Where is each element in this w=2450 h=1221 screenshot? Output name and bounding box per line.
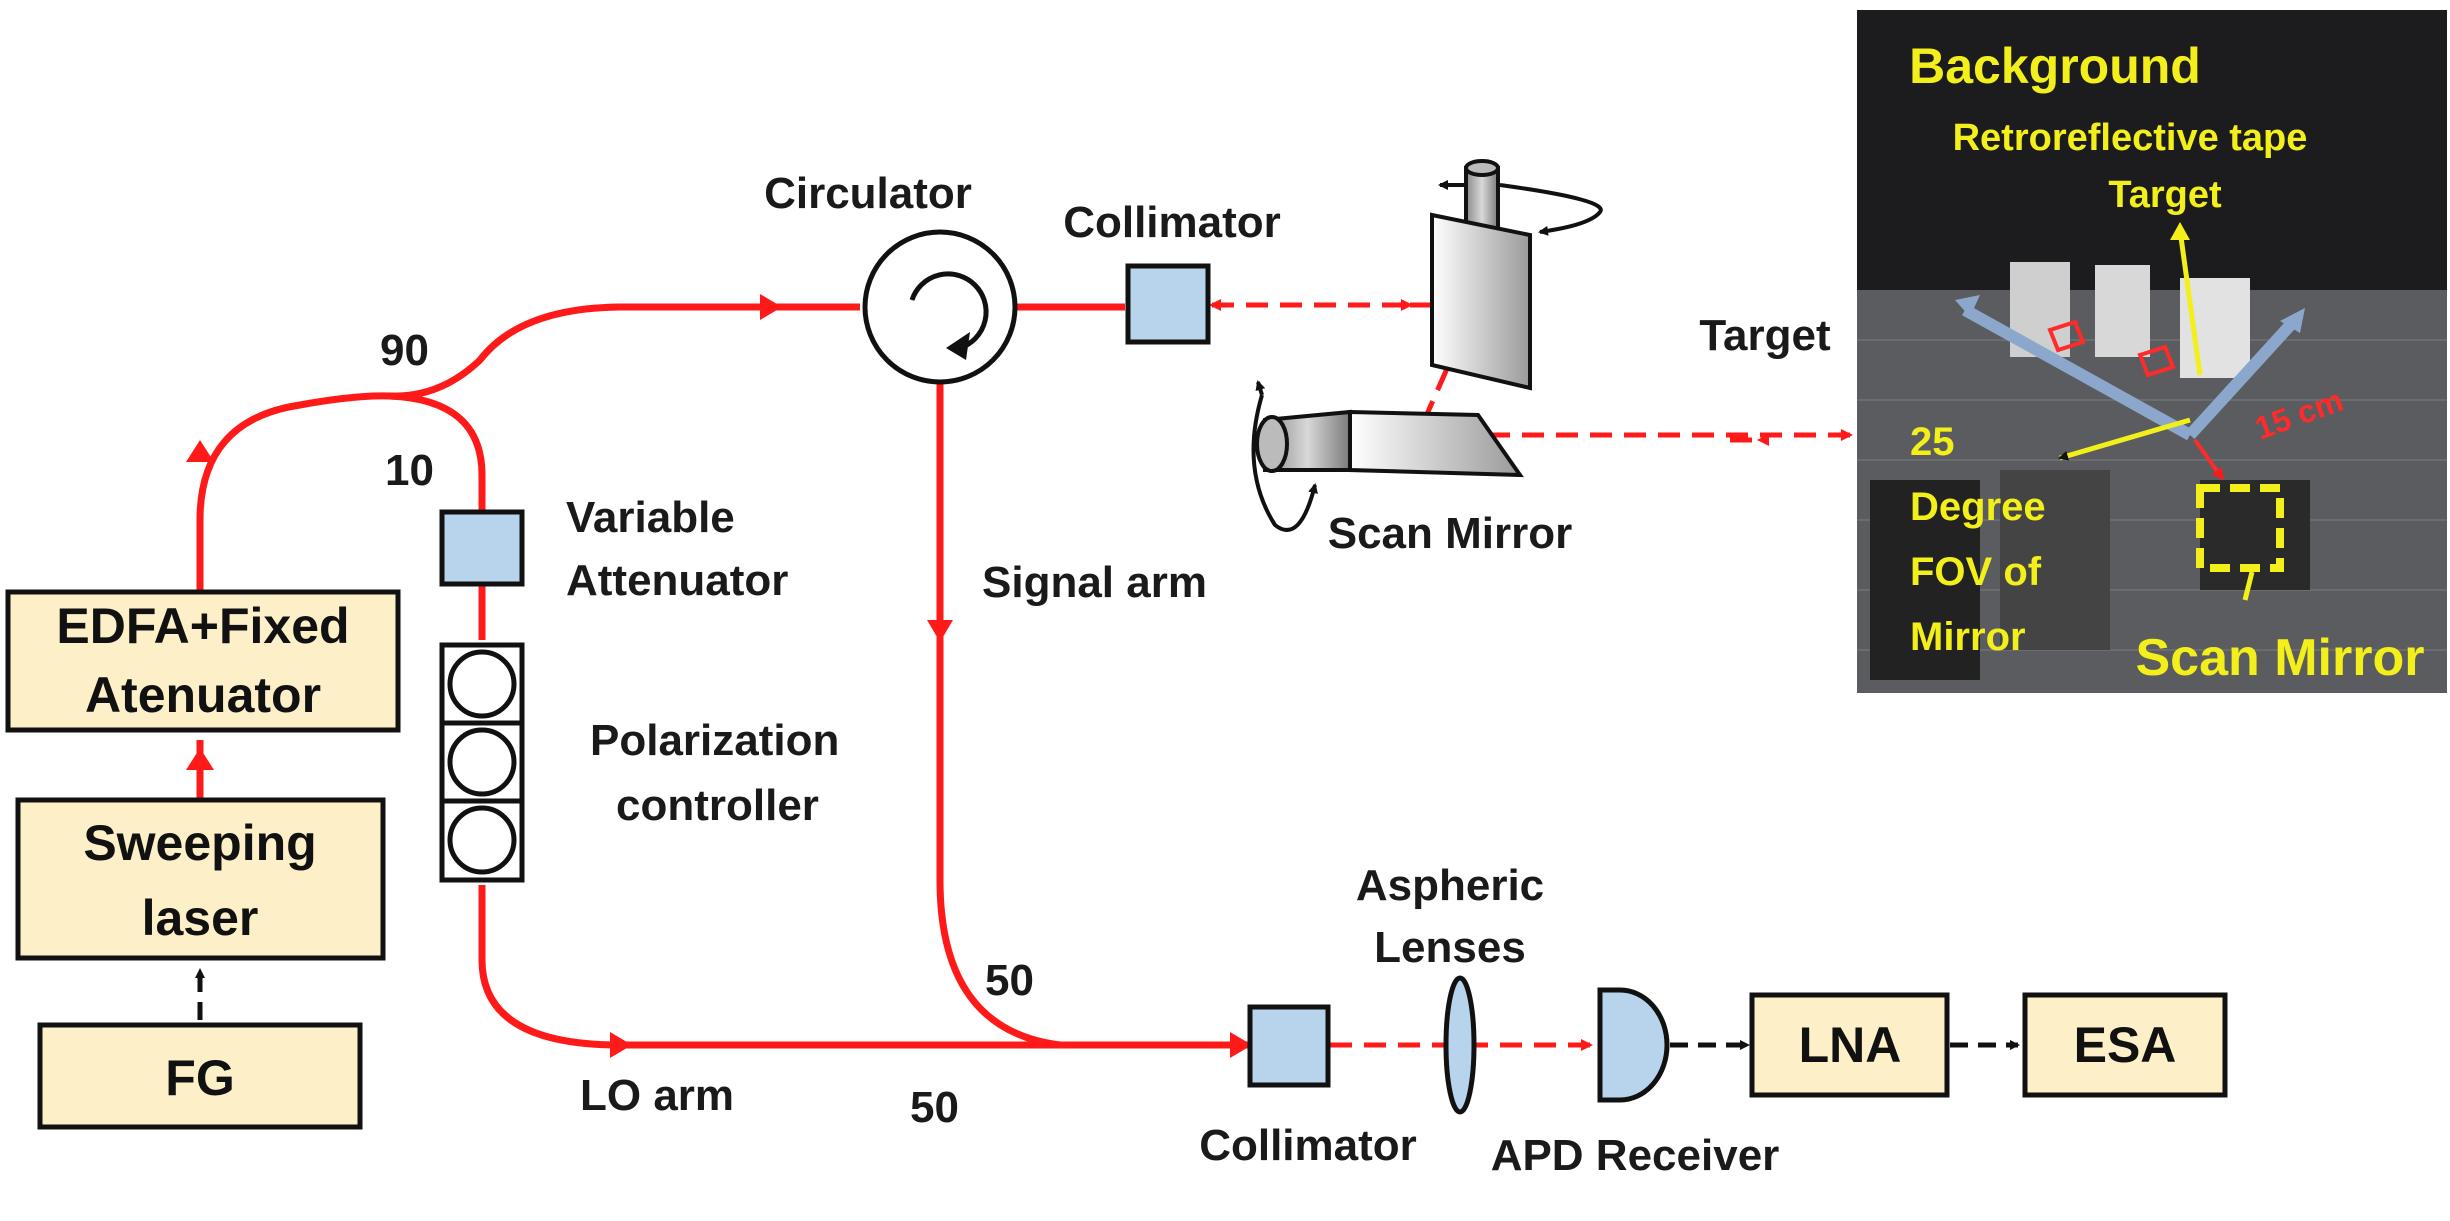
coupler-50-top-label: 50 [985, 956, 1034, 1005]
polarization-controller [439, 642, 525, 883]
paddle-icon [447, 649, 517, 719]
fg-label: FG [165, 1050, 234, 1106]
split-90-label: 90 [380, 326, 429, 375]
arrow-up-icon [186, 440, 214, 462]
fiber-lo-arm [478, 885, 1060, 1049]
esa-box: ESA [2022, 992, 2228, 1098]
experiment-photo: Background Retroreflective tape Target 2… [1857, 10, 2447, 693]
fiber-signal-arm [936, 380, 1250, 1049]
fiber-paths [196, 303, 1250, 1049]
fiber-10-branch [389, 392, 486, 510]
lna-label: LNA [1799, 1017, 1902, 1073]
variable-attenuator-label-line2: Attenuator [566, 556, 788, 605]
lna-box: LNA [1749, 992, 1950, 1098]
photo-fov-line4: Mirror [1910, 615, 2026, 659]
apd-receiver-label: APD Receiver [1491, 1131, 1780, 1180]
lo-arm-label: LO arm [580, 1071, 734, 1120]
target-letter-f [2095, 265, 2150, 357]
split-10-label: 10 [385, 446, 434, 495]
photo-target-label: Target [2108, 174, 2222, 216]
circulator-label: Circulator [764, 169, 972, 218]
fov-line-left [1962, 304, 2193, 441]
sweeping-laser-label-line1: Sweeping [83, 815, 316, 871]
scan-mirror-highlight [2196, 484, 2284, 572]
aspheric-lens [1443, 975, 1477, 1115]
arrow-right-icon [760, 294, 782, 320]
target-label: Target [1699, 311, 1831, 360]
collimator-top [1125, 263, 1211, 345]
paddle-icon [447, 805, 517, 875]
photo-fov-line1: 25 [1910, 420, 1955, 464]
paddle-icon [447, 727, 517, 797]
collimator-top-label: Collimator [1063, 198, 1281, 247]
coupler-50-bottom-label: 50 [910, 1083, 959, 1132]
component-labels: Circulator Collimator Target Scan Mirror… [380, 169, 1831, 1180]
arrow-right-icon [1230, 1032, 1252, 1058]
scan-mirror-label: Scan Mirror [1328, 509, 1573, 558]
edfa-label-line1: EDFA+Fixed [56, 598, 349, 654]
sweeping-laser-label-line2: laser [142, 890, 259, 946]
collimator-bottom [1247, 1004, 1331, 1088]
fiber-direction-arrows [186, 294, 1252, 1058]
aspheric-lenses-label-line1: Aspheric [1356, 861, 1544, 910]
edfa-label-line2: Atenuator [85, 667, 321, 723]
circulator-rotation-icon [909, 271, 989, 351]
variable-attenuator [439, 509, 525, 587]
photo-fov-line2: Degree [1910, 485, 2046, 529]
apd-receiver [1597, 987, 1670, 1103]
edfa-box: EDFA+Fixed Atenuator [5, 589, 401, 733]
fg-box: FG [37, 1022, 363, 1130]
fov-line-right [2185, 315, 2300, 440]
collimator-bottom-label: Collimator [1199, 1121, 1417, 1170]
circulator [862, 229, 1018, 385]
scan-mirror-mount [1870, 480, 1980, 680]
fiber-edfa-to-circulator [196, 303, 860, 592]
photo-scan-mirror-label: Scan Mirror [2136, 629, 2425, 687]
scan-mirror-assembly [1251, 159, 1603, 532]
photo-fov-line3: FOV of [1910, 550, 2042, 594]
polarization-controller-label-line2: controller [616, 781, 819, 830]
arrow-right-icon [610, 1032, 632, 1058]
photo-retroreflective-label: Retroreflective tape [1953, 117, 2308, 159]
signal-arm-label: Signal arm [982, 558, 1207, 607]
esa-label: ESA [2074, 1017, 2177, 1073]
photo-background-label: Background [1909, 38, 2201, 94]
arrow-up-icon [186, 748, 214, 770]
aspheric-lenses-label-line2: Lenses [1374, 923, 1526, 972]
electrical-links [195, 968, 2020, 1050]
polarization-controller-label-line1: Polarization [590, 716, 839, 765]
arrow-down-icon [927, 620, 953, 642]
sweeping-laser-box: Sweeping laser [15, 797, 386, 961]
variable-attenuator-label-line1: Variable [566, 493, 735, 542]
